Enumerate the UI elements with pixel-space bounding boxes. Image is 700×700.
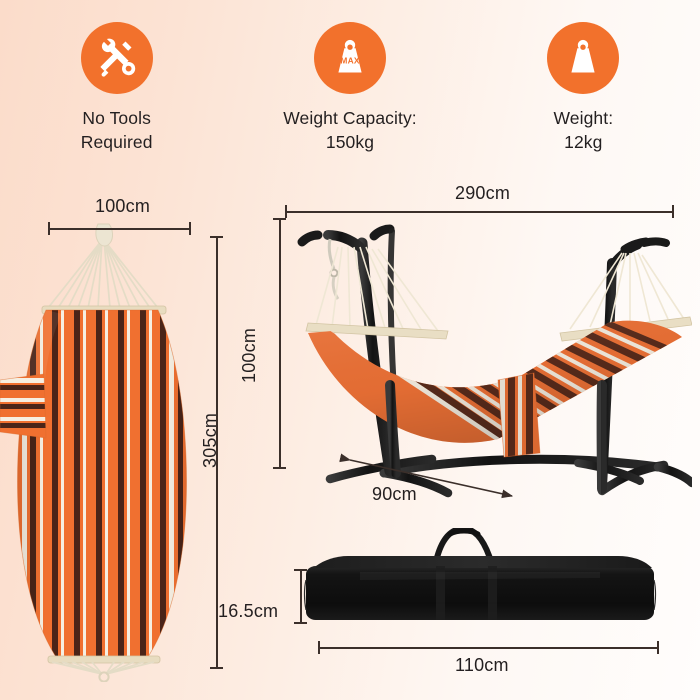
bottom-spreader-bar [47,655,161,664]
feature-label: Weight: 12kg [553,108,614,153]
hammock-bed-fabric [308,320,682,443]
dim-bag-length-cap-right [657,641,659,654]
weight-badge [547,22,620,94]
bag-body [306,566,654,620]
bag-handle-grip [447,528,481,537]
dim-bag-height-rule [300,569,302,623]
dim-hammock-width-rule [48,228,190,230]
side-pillow-outline [0,373,47,439]
dim-stand-height-label: 100cm [239,327,260,384]
dim-bag-height-label: 16.5cm [218,601,279,621]
hammock-fabric [17,310,187,660]
feature-label: Weight Capacity: 150kg [283,108,417,153]
right-stand-ropes [569,252,685,330]
bag-sheen [360,572,600,580]
dim-hammock-width-label: 100cm [95,196,151,216]
feature-weight: Weight: 12kg [483,22,683,154]
dim-stand-base-rule [339,453,514,499]
dim-stand-height-rule [279,218,281,468]
left-stand-ropes [315,246,439,332]
bag-strap-left [436,566,445,620]
feature-weight-capacity: MAX Weight Capacity: 150kg [250,22,450,154]
weight-capacity-badge: MAX [313,22,386,94]
left-spreader-bar [305,322,449,340]
dim-bag-length-label: 110cm [455,655,509,675]
dim-hammock-width-cap-right [189,222,191,235]
bag-strap-right [488,566,497,620]
dim-bag-height-cap-top [294,569,307,571]
dim-hammock-length-cap-top [210,236,223,238]
weight-icon [571,39,595,73]
dim-stand-length-cap-left [285,205,287,218]
top-ropes [47,239,159,309]
bottom-ropes [51,661,155,675]
bag-left-edge [303,579,307,611]
dim-hammock-length-label: 305cm [200,412,221,469]
feature-badge-row: No Tools Required MAX Weight Capacity: 1… [0,22,700,172]
dim-stand-base-label: 90cm [372,484,417,504]
flat-hammock-illustration [0,223,187,682]
dim-hammock-length-cap-bottom [210,667,223,669]
draped-corner-outline [497,372,541,458]
hammock-draped-corner [498,373,540,457]
carry-bag-illustration [303,528,657,620]
dim-hammock-length-rule [216,236,218,668]
dim-stand-height-cap-bottom [273,467,286,469]
bag-top-face [316,556,652,568]
hammock-stand-illustration [297,224,692,498]
tools-icon [100,38,135,77]
stand-left-post [297,224,397,477]
dim-bag-length-cap-left [318,641,320,654]
svg-text:MAX: MAX [340,55,359,65]
dim-stand-length-rule [285,211,673,213]
bag-right-edge [653,579,657,611]
feature-no-tools: No Tools Required [17,22,217,154]
feature-label: No Tools Required [80,108,153,153]
no-tools-badge [80,22,153,94]
dim-stand-length-label: 290cm [455,183,511,203]
dim-hammock-width-cap-left [48,222,50,235]
max-weight-icon: MAX [338,39,362,73]
dim-stand-length-cap-right [672,205,674,218]
dim-bag-height-cap-bottom [294,622,307,624]
side-pillow [0,374,46,438]
dim-stand-height-cap-top [273,218,286,220]
dim-bag-length-rule [318,647,658,649]
bottom-loop [98,671,110,682]
